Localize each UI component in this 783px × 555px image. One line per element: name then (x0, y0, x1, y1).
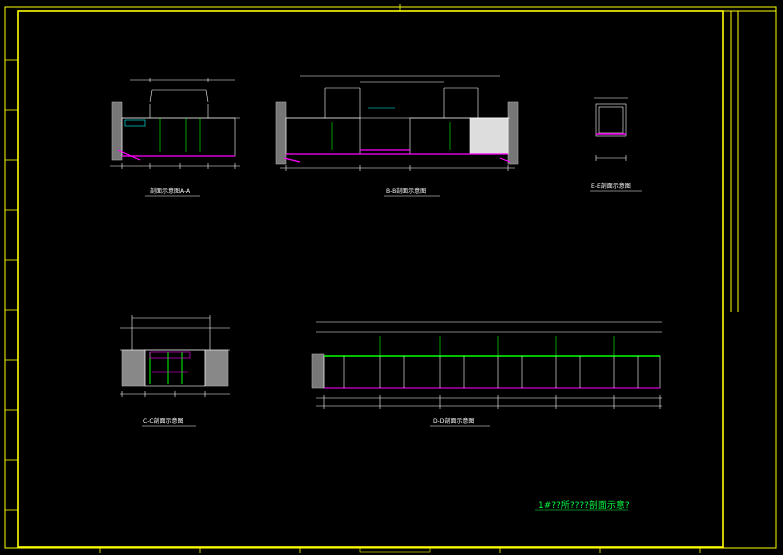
section-e-e-drawing (594, 97, 628, 161)
section-a-a-label: 剖面示意图A-A (150, 187, 191, 195)
sheet-title: 1#??所????剖面示意? (538, 499, 630, 511)
section-b-b-drawing (275, 75, 519, 171)
section-e-e-label: E-E剖面示意图 (591, 182, 631, 190)
section-c-c-drawing (120, 315, 230, 397)
section-b-b-label: B-B剖面示意图 (386, 187, 426, 195)
drawing-frame (4, 4, 777, 553)
frame-ticks (5, 4, 701, 553)
section-c-c-label: C-C剖面示意图 (143, 417, 184, 425)
section-a-a-drawing (110, 78, 240, 169)
section-d-d-label: D-D剖面示意图 (433, 417, 474, 425)
section-d-d-drawing (311, 321, 662, 409)
